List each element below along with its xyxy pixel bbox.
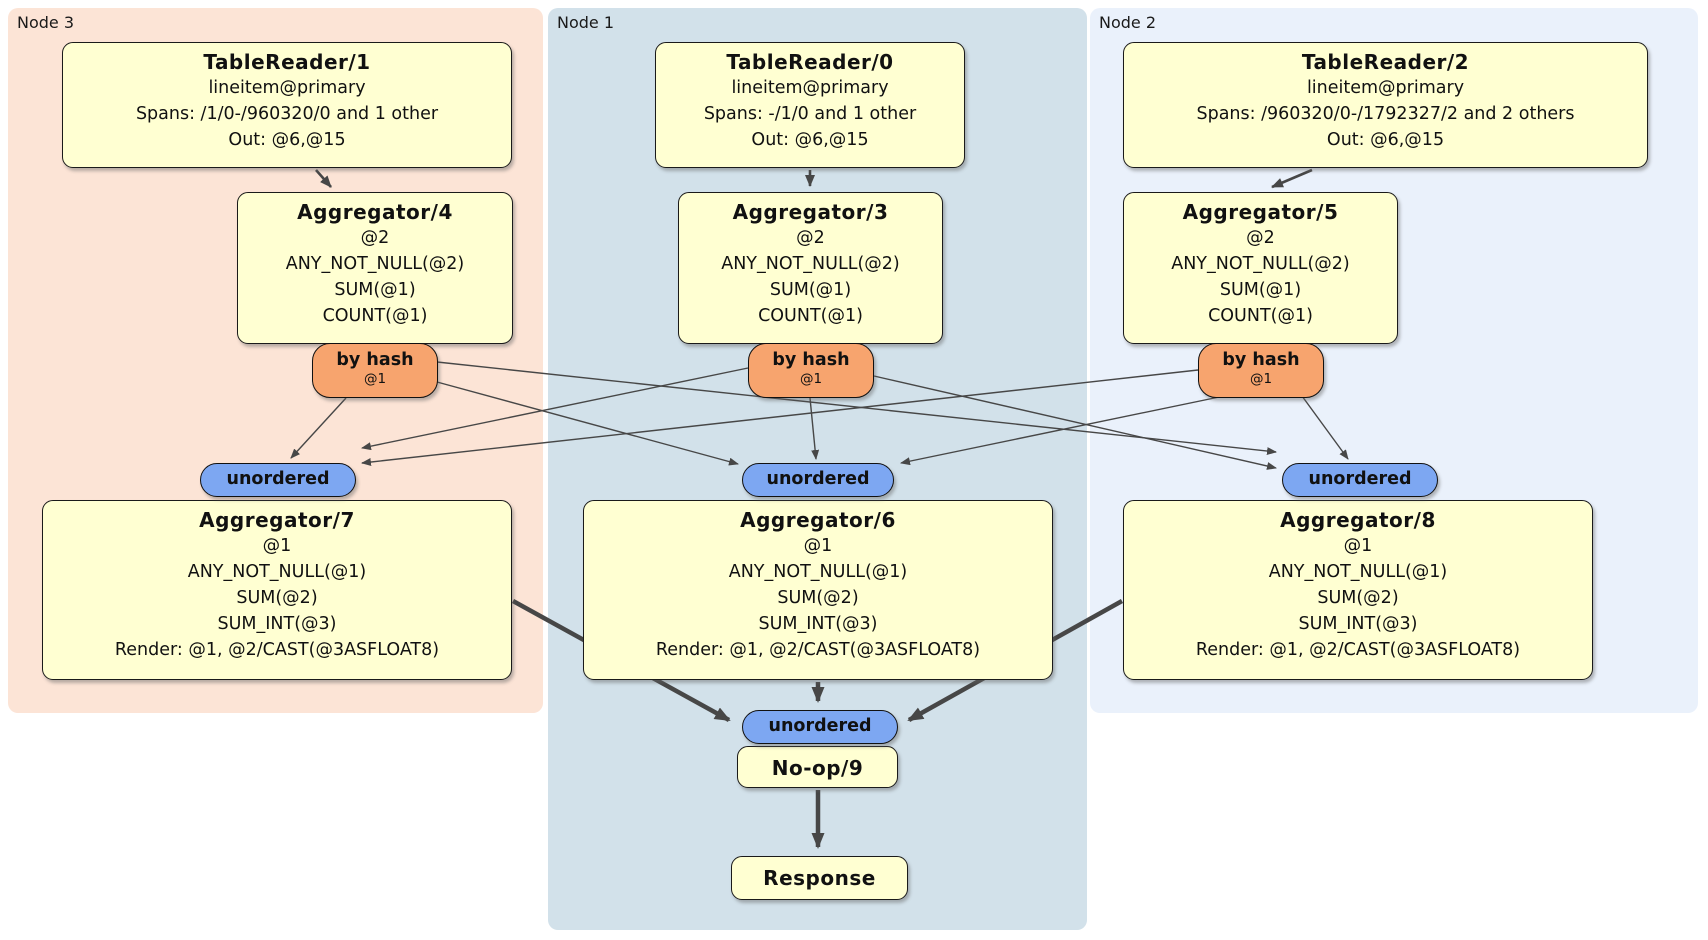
processor-detail: Out: @6,@15 bbox=[1326, 130, 1445, 150]
processor-detail: SUM(@1) bbox=[1219, 280, 1302, 300]
processor-detail: COUNT(@1) bbox=[758, 306, 863, 326]
processor-detail: ANY_NOT_NULL(@1) bbox=[728, 562, 908, 582]
hash-router-node3: by hash @1 bbox=[312, 343, 438, 398]
processor-tablereader-1: TableReader/1 lineitem@primary Spans: /1… bbox=[62, 42, 512, 168]
processor-detail: Spans: /1/0-/960320/0 and 1 other bbox=[135, 104, 439, 124]
hash-router-node1: by hash @1 bbox=[748, 343, 874, 398]
unordered-sync-node3: unordered bbox=[200, 463, 356, 497]
processor-detail: SUM_INT(@3) bbox=[1298, 614, 1418, 634]
processor-detail: @2 bbox=[360, 228, 390, 248]
unordered-sync-node2: unordered bbox=[1282, 463, 1438, 497]
processor-detail: SUM(@2) bbox=[1317, 588, 1399, 608]
processor-detail: Render: @1, @2/CAST(@3ASFLOAT8) bbox=[114, 640, 440, 660]
processor-detail: lineitem@primary bbox=[208, 78, 366, 98]
processor-detail: @2 bbox=[1246, 228, 1275, 248]
processor-detail: @1 bbox=[1343, 536, 1373, 556]
processor-detail: SUM_INT(@3) bbox=[217, 614, 337, 634]
sync-label: unordered bbox=[766, 469, 870, 489]
processor-tablereader-2: TableReader/2 lineitem@primary Spans: /9… bbox=[1123, 42, 1648, 168]
sync-label: unordered bbox=[768, 716, 872, 736]
hash-router-detail: @1 bbox=[1249, 371, 1273, 387]
processor-detail: SUM_INT(@3) bbox=[758, 614, 878, 634]
processor-detail: ANY_NOT_NULL(@1) bbox=[1268, 562, 1448, 582]
processor-title: Aggregator/5 bbox=[1182, 200, 1339, 224]
processor-aggregator-4: Aggregator/4 @2 ANY_NOT_NULL(@2) SUM(@1)… bbox=[237, 192, 513, 344]
region-node3-label: Node 3 bbox=[17, 13, 75, 32]
processor-detail: SUM(@1) bbox=[769, 280, 852, 300]
processor-title: Aggregator/7 bbox=[199, 508, 355, 532]
processor-no-op-9: No-op/9 bbox=[737, 746, 898, 788]
processor-title: Response bbox=[763, 866, 876, 890]
processor-detail: @1 bbox=[803, 536, 833, 556]
region-node2-label: Node 2 bbox=[1099, 13, 1157, 32]
hash-router-label: by hash bbox=[336, 350, 414, 370]
processor-detail: @1 bbox=[262, 536, 292, 556]
processor-detail: SUM(@2) bbox=[777, 588, 859, 608]
sync-label: unordered bbox=[226, 469, 330, 489]
sync-label: unordered bbox=[1308, 469, 1412, 489]
processor-detail: SUM(@2) bbox=[236, 588, 318, 608]
processor-detail: lineitem@primary bbox=[731, 78, 889, 98]
processor-aggregator-7: Aggregator/7 @1 ANY_NOT_NULL(@1) SUM(@2)… bbox=[42, 500, 512, 680]
processor-detail: Render: @1, @2/CAST(@3ASFLOAT8) bbox=[1195, 640, 1521, 660]
processor-aggregator-5: Aggregator/5 @2 ANY_NOT_NULL(@2) SUM(@1)… bbox=[1123, 192, 1398, 344]
hash-router-label: by hash bbox=[772, 350, 850, 370]
processor-detail: COUNT(@1) bbox=[322, 306, 428, 326]
processor-aggregator-6: Aggregator/6 @1 ANY_NOT_NULL(@1) SUM(@2)… bbox=[583, 500, 1053, 680]
processor-detail: Spans: /960320/0-/1792327/2 and 2 others bbox=[1196, 104, 1575, 124]
processor-response: Response bbox=[731, 856, 908, 900]
processor-title: No-op/9 bbox=[771, 756, 864, 780]
processor-aggregator-8: Aggregator/8 @1 ANY_NOT_NULL(@1) SUM(@2)… bbox=[1123, 500, 1593, 680]
processor-title: Aggregator/8 bbox=[1280, 508, 1436, 532]
processor-detail: COUNT(@1) bbox=[1208, 306, 1313, 326]
processor-detail: Out: @6,@15 bbox=[751, 130, 869, 150]
processor-detail: @2 bbox=[796, 228, 825, 248]
processor-title: TableReader/1 bbox=[203, 50, 371, 74]
processor-detail: lineitem@primary bbox=[1306, 78, 1465, 98]
processor-title: Aggregator/6 bbox=[740, 508, 896, 532]
hash-router-label: by hash bbox=[1222, 350, 1300, 370]
hash-router-node2: by hash @1 bbox=[1198, 343, 1324, 398]
processor-detail: Render: @1, @2/CAST(@3ASFLOAT8) bbox=[655, 640, 981, 660]
processor-detail: ANY_NOT_NULL(@2) bbox=[1171, 254, 1350, 274]
processor-title: Aggregator/3 bbox=[732, 200, 889, 224]
processor-detail: ANY_NOT_NULL(@1) bbox=[187, 562, 367, 582]
processor-detail: Spans: -/1/0 and 1 other bbox=[703, 104, 917, 124]
hash-router-detail: @1 bbox=[363, 371, 387, 387]
hash-router-detail: @1 bbox=[799, 371, 823, 387]
processor-detail: Out: @6,@15 bbox=[228, 130, 346, 150]
processor-title: TableReader/0 bbox=[726, 50, 894, 74]
region-node1-label: Node 1 bbox=[557, 13, 615, 32]
processor-detail: ANY_NOT_NULL(@2) bbox=[721, 254, 900, 274]
processor-aggregator-3: Aggregator/3 @2 ANY_NOT_NULL(@2) SUM(@1)… bbox=[678, 192, 943, 344]
processor-detail: ANY_NOT_NULL(@2) bbox=[285, 254, 465, 274]
processor-title: Aggregator/4 bbox=[297, 200, 453, 224]
unordered-sync-node1: unordered bbox=[742, 463, 894, 497]
processor-detail: SUM(@1) bbox=[334, 280, 416, 300]
processor-tablereader-0: TableReader/0 lineitem@primary Spans: -/… bbox=[655, 42, 965, 168]
processor-title: TableReader/2 bbox=[1301, 50, 1470, 74]
unordered-sync-final: unordered bbox=[742, 710, 898, 744]
